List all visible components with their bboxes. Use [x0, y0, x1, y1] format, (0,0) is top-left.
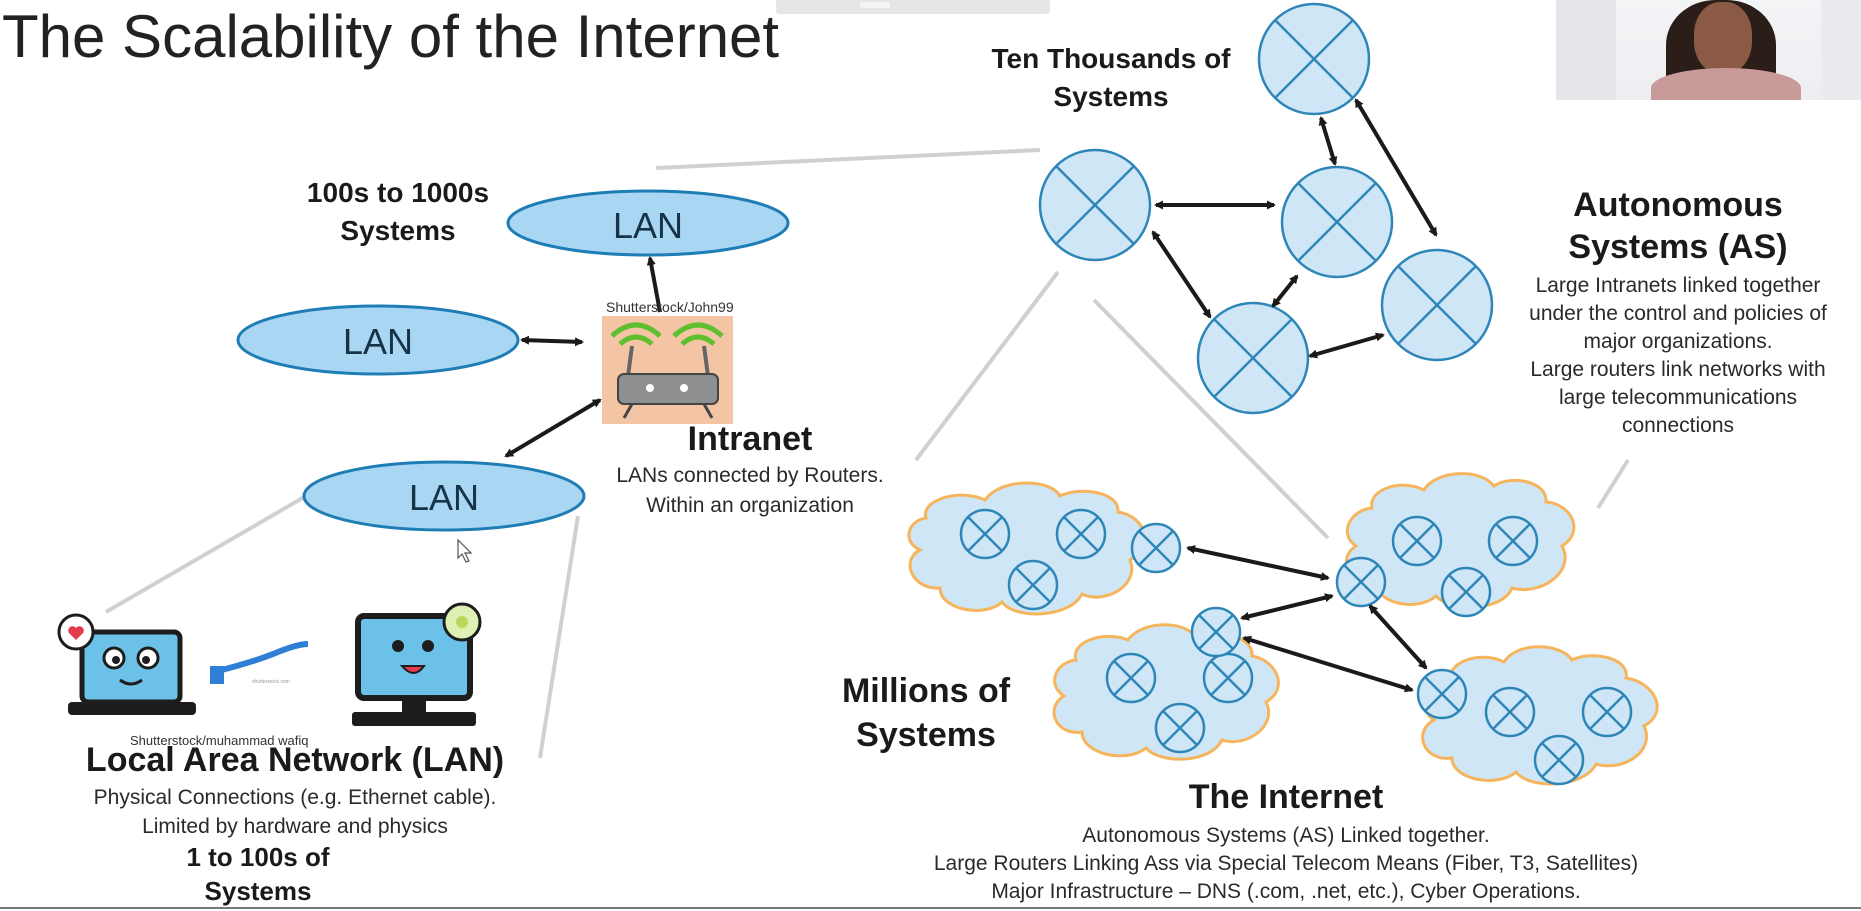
as-desc-3: major organizations. [1583, 330, 1773, 353]
router-node [959, 508, 1011, 560]
link-arrow [1242, 635, 1414, 693]
router-node [1105, 652, 1157, 704]
internet-arrows [1186, 545, 1428, 693]
router-node [1391, 515, 1443, 567]
lan-label-bottom: LAN [408, 477, 480, 518]
ten-thousands-label: Ten Thousands of Systems [991, 43, 1231, 112]
link-arrow [1186, 545, 1330, 581]
link-arrow [1318, 116, 1338, 166]
router-node [1484, 686, 1536, 738]
mouse-cursor-icon [457, 538, 473, 563]
link-arrow [1368, 604, 1428, 670]
connector-line [914, 270, 1060, 462]
lan-count-2: Systems [204, 876, 312, 906]
router-node [1257, 2, 1371, 116]
connector-lines [104, 148, 1630, 759]
laptop-image [57, 613, 196, 715]
router-node [1190, 606, 1242, 658]
connector-line [538, 515, 580, 759]
lan-section-title: Local Area Network (LAN) [85, 741, 505, 779]
webcam-video-feed[interactable] [1556, 0, 1861, 100]
router-node [1038, 148, 1152, 262]
as-cloud [1421, 645, 1659, 786]
router-node [1335, 556, 1387, 608]
as-desc-4: Large routers link networks with [1530, 358, 1826, 381]
as-desc-6: connections [1621, 414, 1735, 437]
as-title-1: Autonomous [1573, 186, 1783, 224]
as-desc-2: under the control and policies of [1529, 302, 1827, 325]
intranet-desc-1: LANs connected by Routers. [616, 464, 884, 487]
intranet-title: Intranet [687, 420, 813, 458]
internet-desc-1: Autonomous Systems (AS) Linked together. [1082, 824, 1490, 847]
internet-title: The Internet [1188, 778, 1384, 816]
top-toolbar-strip[interactable] [776, 0, 1050, 14]
router-node [1196, 301, 1310, 415]
lan-desc-1: Physical Connections (e.g. Ethernet cabl… [93, 786, 497, 809]
lan-desc-2: Limited by hardware and physics [142, 815, 448, 838]
router-node [1416, 668, 1468, 720]
as-desc-1: Large Intranets linked together [1535, 274, 1821, 297]
router-credit: Shutterstock/John99 [606, 299, 734, 315]
svg-text:shutterstock.com: shutterstock.com [252, 679, 290, 685]
pc-credit: Shutterstock/muhammad wafiq [130, 733, 309, 748]
router-node [1440, 566, 1492, 618]
page-title: The Scalability of the Internet [2, 3, 780, 70]
as-arrows [1151, 98, 1438, 359]
internet-desc-2: Large Routers Linking Ass via Special Te… [933, 852, 1639, 875]
router-node [1581, 686, 1633, 738]
router-node [1487, 515, 1539, 567]
connector-line [655, 148, 1041, 170]
desktop-computer-image [352, 602, 482, 726]
router-node [1055, 508, 1107, 560]
lan-systems-label: 100s to 1000s Systems [306, 177, 490, 246]
as-title-2: Systems (AS) [1568, 228, 1788, 266]
router-node [1533, 734, 1585, 786]
lan-devices-illustration: shutterstock.com [57, 602, 482, 726]
ethernet-cable-image: shutterstock.com [210, 641, 309, 685]
lan-ellipse-top [506, 189, 790, 257]
lan-ellipses [236, 189, 790, 532]
intranet-desc-2: Within an organization [646, 494, 854, 517]
internet-nodes [959, 508, 1633, 786]
as-network [1038, 2, 1494, 415]
connector-line [1092, 298, 1330, 540]
link-arrow [1354, 98, 1438, 237]
router-node [1280, 165, 1394, 279]
connector-line [104, 494, 308, 614]
link-arrow [504, 398, 602, 458]
as-desc-5: large telecommunications [1558, 386, 1798, 409]
lan-label-top: LAN [612, 205, 684, 246]
router-image [602, 316, 733, 424]
millions-label-1: Millions of [841, 672, 1011, 710]
link-arrow [1151, 230, 1212, 319]
lan-ellipse-bottom [302, 460, 586, 532]
toolbar-handle[interactable] [860, 2, 890, 8]
link-arrow [1240, 593, 1334, 621]
connector-line [1596, 458, 1630, 510]
lan-arrows [504, 256, 662, 458]
router-node [1007, 559, 1059, 611]
bottom-divider [0, 907, 1861, 909]
internet-desc-3: Major Infrastructure – DNS (.com, .net, … [991, 880, 1581, 903]
router-node [1380, 248, 1494, 362]
link-arrow [1308, 332, 1385, 359]
router-node [1202, 652, 1254, 704]
link-arrow [646, 256, 662, 313]
lan-ellipse-mid [236, 304, 520, 376]
link-arrow [1271, 274, 1299, 308]
millions-label-2: Systems [856, 716, 996, 754]
link-arrow [520, 335, 584, 347]
lan-count-1: 1 to 100s of [186, 842, 330, 872]
router-node [1154, 702, 1206, 754]
router-node [1130, 522, 1182, 574]
lan-label-mid: LAN [342, 321, 414, 362]
